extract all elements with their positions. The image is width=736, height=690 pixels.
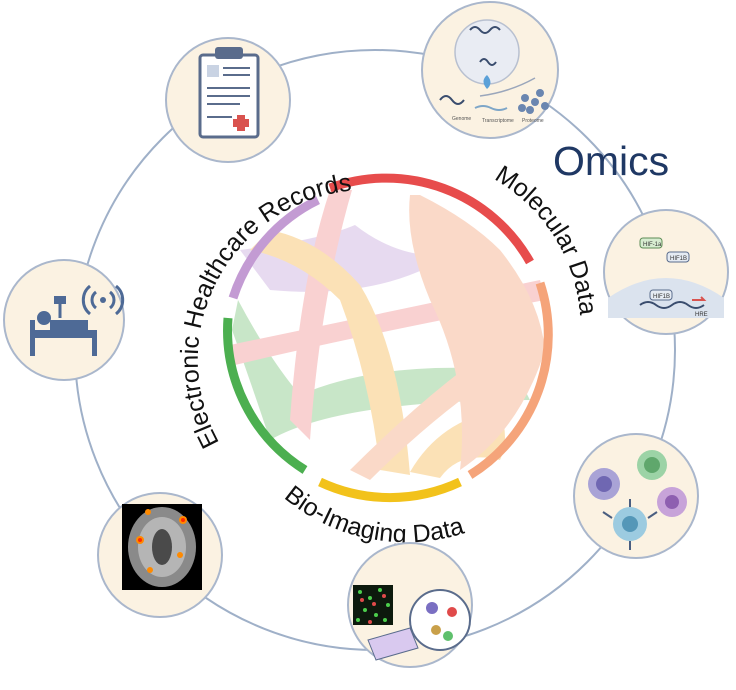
dna-panel-proteome: Proteome bbox=[522, 118, 544, 124]
gene-label-hif1b-2: HIF1B bbox=[653, 294, 670, 300]
ribbon-red-imaging bbox=[290, 190, 352, 440]
immune-cells-icon bbox=[573, 433, 699, 559]
arc-molecular-orange bbox=[467, 281, 553, 479]
cell-nucleus-dna-icon: Genome Transcriptome Proteome bbox=[421, 1, 559, 139]
hospital-bed-wireless-icon bbox=[3, 259, 125, 381]
gene-label-hif1a: HIF-1a bbox=[643, 242, 662, 248]
chord-arcs bbox=[223, 173, 553, 503]
dna-panel-transcriptome: Transcriptome bbox=[482, 118, 514, 124]
arc-imaging-yellow bbox=[318, 477, 462, 503]
dna-panel-genome: Genome bbox=[452, 116, 471, 122]
chord-ribbons bbox=[230, 190, 545, 480]
ribbon-orange-large bbox=[409, 195, 545, 470]
gene-label-hre: HRE bbox=[695, 312, 708, 318]
brain-mri-icon bbox=[97, 492, 223, 618]
gene-regulation-icon: HIF-1a HIF1B HIF1B HRE bbox=[603, 209, 729, 335]
clipboard-icon bbox=[165, 37, 291, 163]
omics-callout: Omics bbox=[553, 138, 670, 184]
gene-label-hif1b-1: HIF1B bbox=[670, 256, 687, 262]
microarray-icon bbox=[347, 542, 473, 668]
ribbon-orange-imaging bbox=[350, 330, 535, 480]
ribbon-ehr-molecular bbox=[240, 225, 450, 292]
arc-molecular-red bbox=[328, 173, 534, 265]
arc-ehr-green bbox=[223, 317, 308, 474]
arc-ehr-purple bbox=[228, 195, 320, 300]
